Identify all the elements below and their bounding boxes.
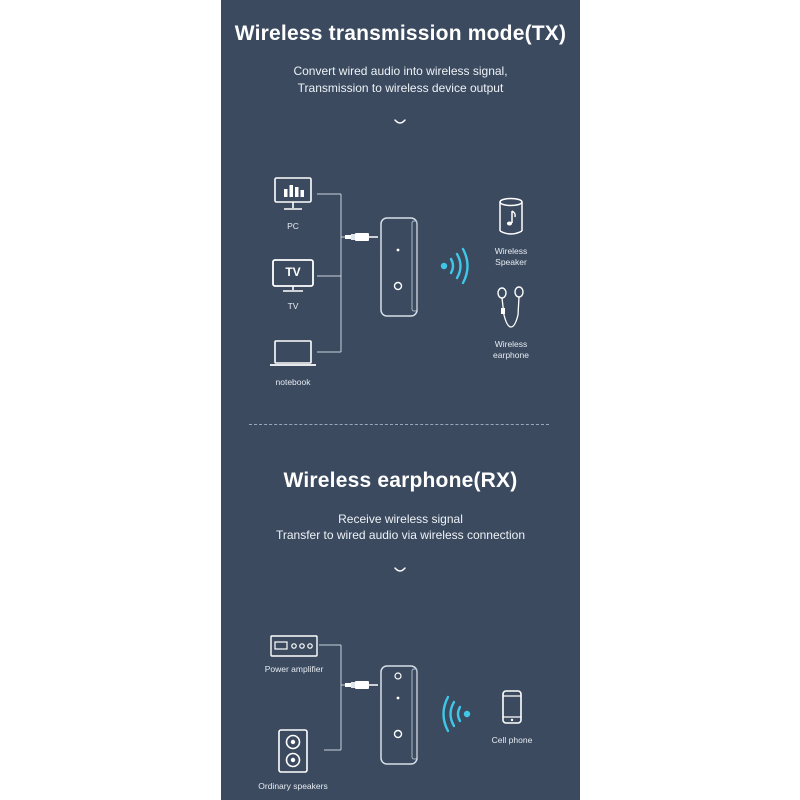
infographic-panel: Wireless transmission mode(TX) Convert w… [221,0,580,800]
power-amplifier-label: Power amplifier [264,664,324,674]
wireless-earphone-label-2: earphone [493,350,529,360]
pc-label: PC [287,221,299,231]
rx-connector-lines [319,644,349,751]
rx-title: Wireless earphone(RX) [283,469,518,492]
bluetooth-adapter-device [380,665,418,765]
tv-label: TV [287,301,299,311]
audio-jack-icon [345,233,378,241]
monitor-icon [273,177,313,213]
rx-subtitle-line2: Transfer to wired audio via wireless con… [275,528,525,542]
tv-screen-text: TV [285,265,301,279]
wireless-speaker-label-1: Wireless [494,246,528,256]
tv-icon: TV [271,258,315,294]
tx-title: Wireless transmission mode(TX) [234,22,567,45]
amplifier-icon [270,635,318,657]
rx-subtitle-line1: Receive wireless signal [338,512,463,526]
phone-icon [502,690,522,724]
tx-subtitle-line2: Transmission to wireless device output [297,81,504,95]
wireless-speaker-label-2: Speaker [495,257,527,267]
signal-waves-icon [440,247,469,285]
earphone-icon [493,285,529,331]
bluetooth-adapter-device [380,217,418,317]
ordinary-speakers-label: Ordinary speakers [258,781,328,791]
loudspeaker-icon [278,729,308,773]
section-divider [249,424,549,425]
speaker-icon [497,197,525,237]
wireless-earphone-label-1: Wireless [494,339,528,349]
laptop-icon [269,339,317,369]
tx-connector-lines [317,193,349,353]
notebook-label: notebook [275,377,311,387]
chevron-down-icon [394,567,406,572]
tx-subtitle-line1: Convert wired audio into wireless signal… [293,64,508,78]
cell-phone-label: Cell phone [491,735,533,745]
chevron-down-icon [394,119,406,124]
audio-jack-icon [345,681,378,689]
signal-waves-icon [442,695,471,733]
